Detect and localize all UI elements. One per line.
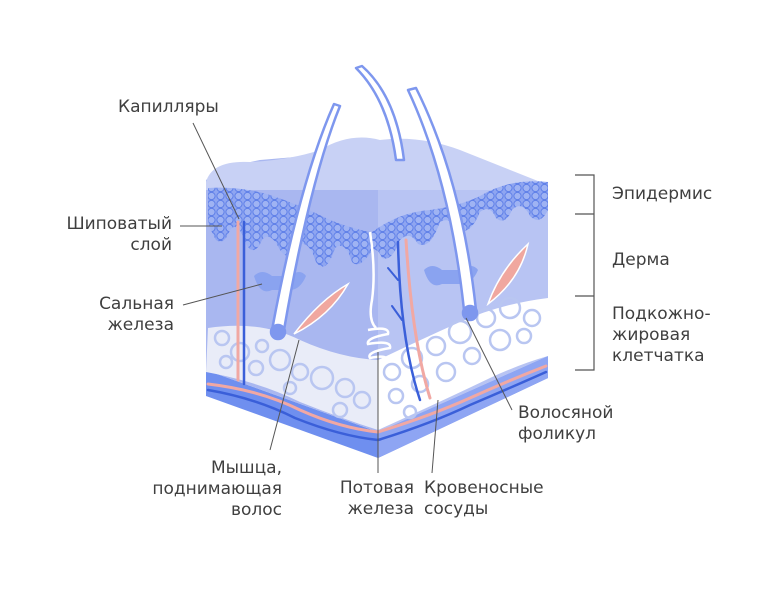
label-line: слой: [130, 235, 172, 255]
label-line: Сальная: [99, 294, 174, 314]
label-sweat-gland: Потовая железа: [320, 478, 414, 520]
skin-top-surface: [206, 137, 548, 190]
label-capillaries: Капилляры: [118, 97, 219, 117]
layer-label-epidermis: Эпидермис: [612, 184, 713, 204]
label-hair-follicle: Волосяной фоликул: [518, 403, 613, 445]
layer-bracket: [575, 174, 595, 371]
hairs: [269, 64, 479, 341]
sweat-gland: [366, 231, 392, 363]
label-muscle: Мышца, поднимающая волос: [150, 458, 282, 521]
label-line: поднимающая: [152, 479, 282, 499]
label-line: сосуды: [424, 499, 489, 519]
hair-erector-muscles: [293, 241, 530, 335]
label-line: клетчатка: [612, 346, 705, 366]
label-line: фоликул: [518, 424, 597, 444]
label-line: Волосяной: [518, 403, 614, 423]
label-line: Шиповатый: [66, 214, 172, 234]
layer-label-subcutaneous: Подкожно- жировая клетчатка: [612, 304, 711, 367]
subcutaneous-fat-layer: [206, 296, 548, 430]
label-line: жировая: [612, 325, 691, 345]
label-line: железа: [347, 499, 414, 519]
label-line: железа: [107, 315, 174, 335]
label-line: волос: [230, 500, 282, 520]
label-line: Мышца,: [210, 458, 282, 478]
label-spiny-layer: Шиповатый слой: [50, 214, 172, 256]
label-blood-vessels: Кровеносные сосуды: [424, 478, 544, 520]
label-sebaceous-gland: Сальная железа: [50, 294, 174, 336]
leader-lines: [180, 122, 513, 474]
label-line: Потовая: [339, 478, 414, 498]
label-line: Кровеносные: [424, 478, 544, 498]
layer-label-dermis: Дерма: [612, 250, 670, 270]
label-line: Подкожно-: [612, 304, 711, 324]
